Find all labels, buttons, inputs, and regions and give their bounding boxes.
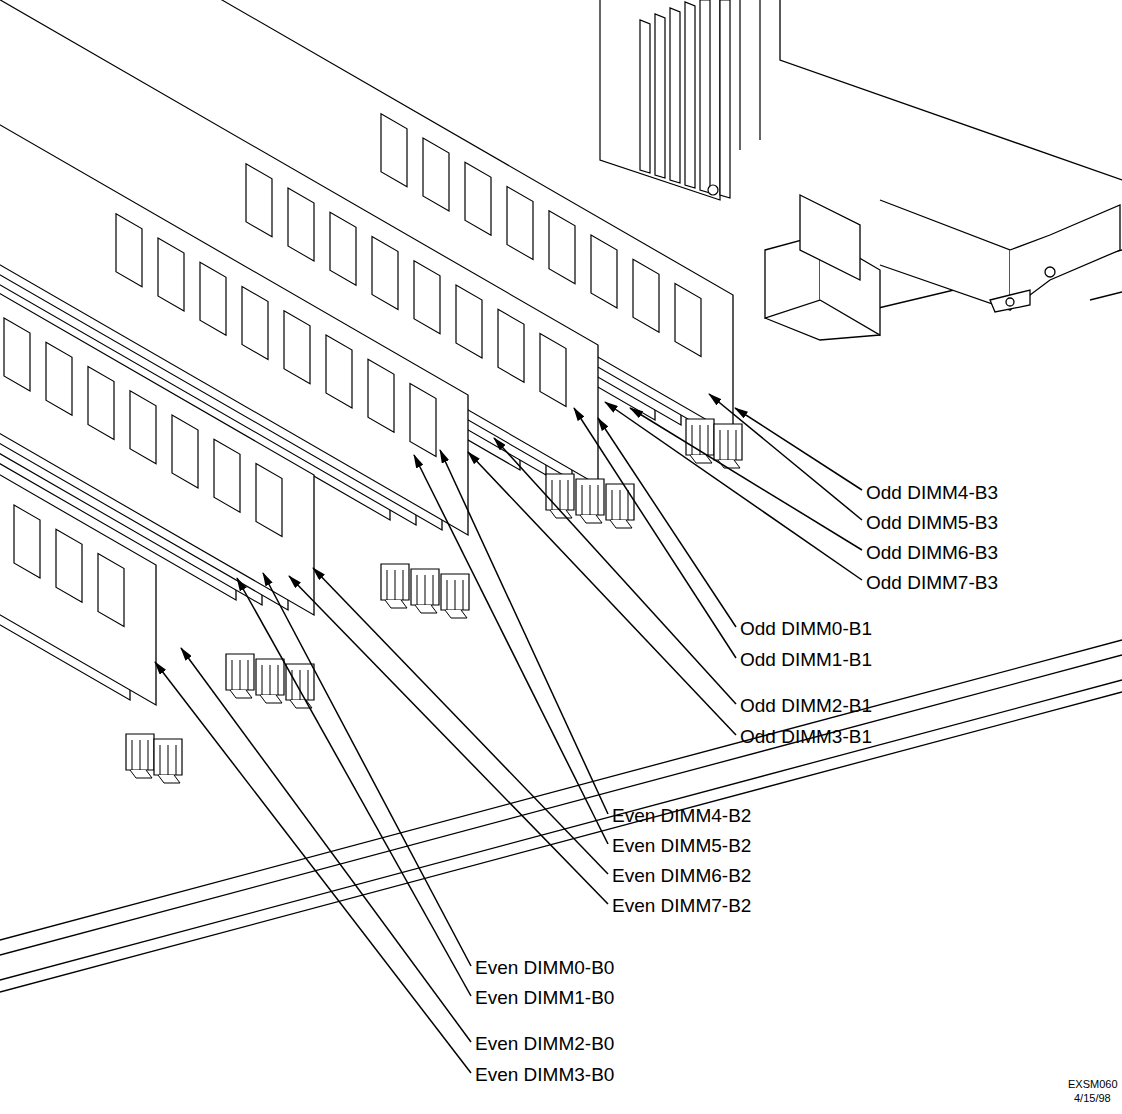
slot-label: Even DIMM6-B2	[612, 866, 751, 887]
slot-label: Even DIMM4-B2	[612, 806, 751, 827]
drawing-id: EXSM060	[1068, 1078, 1118, 1090]
slot-label: Odd DIMM1-B1	[740, 650, 872, 671]
slot-label: Even DIMM7-B2	[612, 896, 751, 917]
slot-label: Odd DIMM6-B3	[866, 543, 998, 564]
slot-label: Even DIMM0-B0	[475, 958, 614, 979]
slot-label: Odd DIMM4-B3	[866, 483, 998, 504]
slot-label: Odd DIMM3-B1	[740, 727, 872, 748]
slot-label: Even DIMM3-B0	[475, 1065, 614, 1086]
slot-label: Odd DIMM0-B1	[740, 619, 872, 640]
slot-label: Odd DIMM2-B1	[740, 696, 872, 717]
slot-label: Even DIMM1-B0	[475, 988, 614, 1009]
drawing-id: 4/15/98	[1074, 1092, 1111, 1104]
slot-label: Even DIMM2-B0	[475, 1034, 614, 1055]
slot-label: Even DIMM5-B2	[612, 836, 751, 857]
slot-label: Odd DIMM5-B3	[866, 513, 998, 534]
slot-label: Odd DIMM7-B3	[866, 573, 998, 594]
